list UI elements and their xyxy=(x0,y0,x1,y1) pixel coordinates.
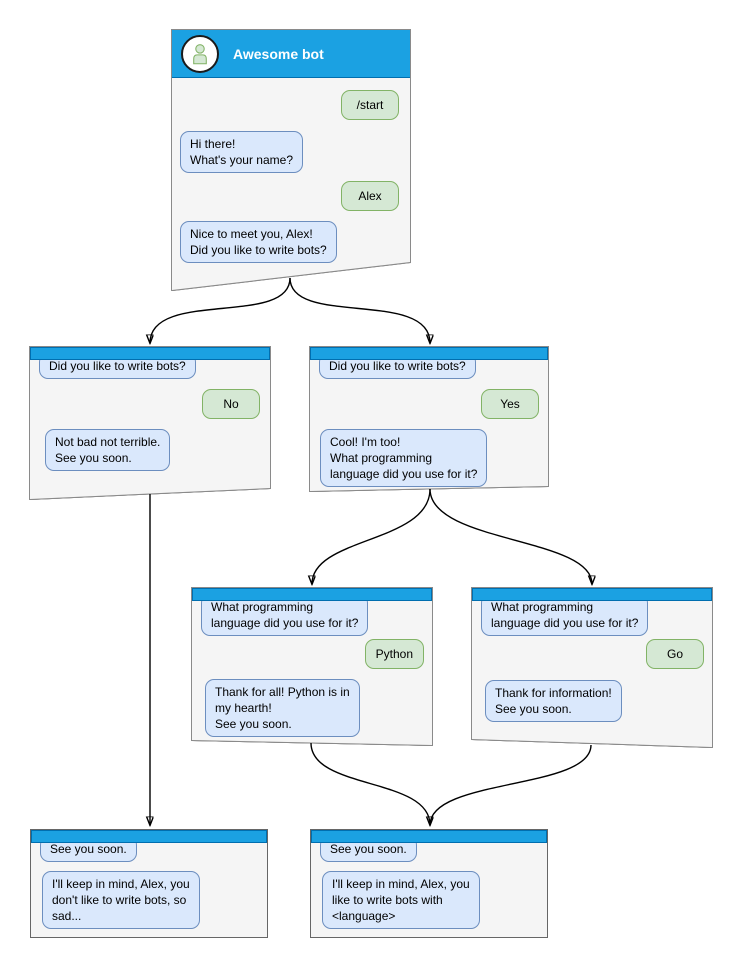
chat-header: Awesome bot xyxy=(172,30,410,78)
edge-yes-to-go xyxy=(429,488,592,584)
chat-title: Awesome bot xyxy=(233,45,324,62)
message-user-answer: Python xyxy=(364,639,424,669)
edge-python-to-end xyxy=(310,742,430,825)
message-bot-reply: Thank for all! Python is in my hearth! S… xyxy=(205,679,360,737)
window-titlebar xyxy=(310,347,548,360)
window-titlebar xyxy=(311,830,547,843)
message-bot-reply: Cool! I'm too! What programming language… xyxy=(320,429,488,487)
message-bot-reply: I'll keep in mind, Alex, you don't like … xyxy=(42,871,200,929)
message-context: See you soon. xyxy=(40,836,137,862)
window-branch-yes: Did you like to write bots? Yes Cool! I'… xyxy=(310,347,548,491)
message-context: What programming language did you use fo… xyxy=(201,594,369,636)
window-end-no: See you soon. I'll keep in mind, Alex, y… xyxy=(30,829,268,938)
message-context: What programming language did you use fo… xyxy=(481,594,649,636)
window-branch-python: What programming language did you use fo… xyxy=(192,588,432,745)
message-bot-question: Nice to meet you, Alex! Did you like to … xyxy=(180,221,337,263)
person-icon xyxy=(193,43,207,64)
bot-avatar xyxy=(181,34,219,73)
message-bot-reply: Not bad not terrible. See you soon. xyxy=(45,429,171,471)
window-titlebar xyxy=(192,588,432,601)
message-user-answer: No xyxy=(202,389,260,419)
message-user-name: Alex xyxy=(341,181,399,211)
message-bot-reply: Thank for information! See you soon. xyxy=(485,680,622,722)
message-bot-reply: I'll keep in mind, Alex, you like to wri… xyxy=(322,871,480,929)
window-branch-go: What programming language did you use fo… xyxy=(472,588,712,747)
window-branch-no: Did you like to write bots? No Not bad n… xyxy=(30,347,270,499)
window-titlebar xyxy=(30,347,270,360)
window-main-chat: Awesome bot /start Hi there! What's your… xyxy=(172,30,410,290)
edge-yes-to-python xyxy=(312,488,431,584)
edge-go-to-end xyxy=(429,744,592,826)
window-titlebar xyxy=(31,830,267,843)
window-titlebar xyxy=(472,588,712,601)
message-user-answer: Yes xyxy=(481,389,539,419)
window-end-yes: See you soon. I'll keep in mind, Alex, y… xyxy=(310,829,548,938)
message-user-start: /start xyxy=(341,90,399,120)
message-bot-greeting: Hi there! What's your name? xyxy=(180,131,304,173)
message-user-answer: Go xyxy=(646,639,704,669)
